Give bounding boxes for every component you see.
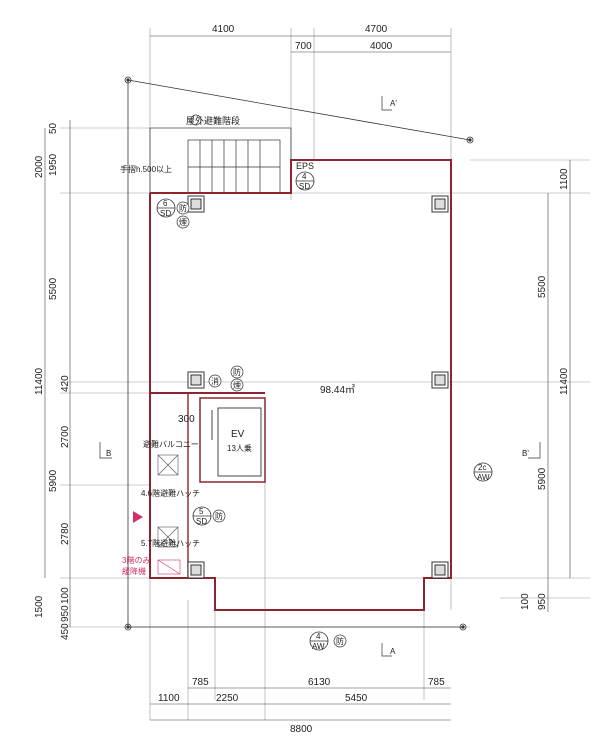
dim-bottom-6130: 6130 xyxy=(308,677,331,688)
dimension-lines xyxy=(44,35,571,721)
elevator xyxy=(199,397,266,483)
door-tag-4aw-type: AW xyxy=(312,642,325,651)
door-tag-5-type: SD xyxy=(196,517,207,526)
dim-bottom-5450: 5450 xyxy=(345,693,368,704)
dim-right-100: 100 xyxy=(520,593,531,610)
door-tag-6-type: SD xyxy=(160,209,171,218)
dim-left-5500: 5500 xyxy=(48,277,59,300)
dim-top-700: 700 xyxy=(295,41,312,52)
dim-top-4000: 4000 xyxy=(370,41,393,52)
section-b-prime: B' xyxy=(522,449,529,458)
label-dim-300: 300 xyxy=(178,414,195,425)
columns xyxy=(187,195,449,579)
label-balcony: 避難バルコニー xyxy=(143,439,199,449)
door-tag-4-num: 4 xyxy=(302,172,307,181)
dim-left-950: 950 xyxy=(60,605,71,622)
door-tag-2c-num: 2c xyxy=(478,463,486,472)
section-a-prime: A' xyxy=(390,99,397,108)
label-rail: 手摺h.500以上 xyxy=(120,164,172,174)
dim-bottom-2250: 2250 xyxy=(216,693,239,704)
symbol-smoke-2: 煙 xyxy=(233,381,241,390)
exterior-wall xyxy=(149,159,452,611)
dim-bottom-785a: 785 xyxy=(192,677,209,688)
fire-symbols xyxy=(176,114,347,648)
marker-triangle-icon xyxy=(133,511,143,523)
dim-left-2700: 2700 xyxy=(60,425,71,448)
dim-bottom-785b: 785 xyxy=(428,677,445,688)
dim-bottom-1100: 1100 xyxy=(158,693,180,704)
symbol-smoke-1: 煙 xyxy=(179,218,187,227)
door-tag-4-type: SD xyxy=(299,182,310,191)
dim-left-1500: 1500 xyxy=(34,595,45,618)
dim-left-420: 420 xyxy=(60,375,71,392)
balcony-wall xyxy=(150,392,189,578)
label-hatch-46: 4.6階避難ハッチ xyxy=(141,488,200,498)
label-ev-capacity: 13人乗 xyxy=(227,443,252,453)
dim-right-5500: 5500 xyxy=(537,275,548,298)
label-third-floor-only: 3階のみ xyxy=(122,555,150,565)
label-eps: EPS xyxy=(296,161,314,171)
dim-left-2000: 2000 xyxy=(34,155,45,178)
dim-left-100: 100 xyxy=(60,587,71,604)
external-stair xyxy=(149,127,292,194)
label-descender: 緩降機 xyxy=(122,566,146,576)
dim-left-2780: 2780 xyxy=(60,522,71,545)
dim-top-4700: 4700 xyxy=(365,24,388,35)
label-hatch-57: 5.7階避難ハッチ xyxy=(141,538,200,548)
symbol-fire-1: 防 xyxy=(179,203,187,213)
dim-right-11400: 11400 xyxy=(559,367,570,395)
dim-left-11400: 11400 xyxy=(34,367,45,395)
symbol-extinguisher: 消 xyxy=(211,376,219,386)
grid-lines xyxy=(60,28,590,720)
section-b: B xyxy=(106,449,111,458)
label-area: 98.44㎡ xyxy=(320,384,355,396)
dim-right-1100: 1100 xyxy=(559,168,570,190)
dim-left-1950: 1950 xyxy=(48,153,59,176)
symbol-fire-4: 防 xyxy=(336,636,344,646)
dim-left-450: 450 xyxy=(60,623,71,640)
label-ev: EV xyxy=(231,429,245,440)
section-a: A xyxy=(390,647,396,656)
symbol-fire-3: 防 xyxy=(215,511,223,521)
diagonal-boundary xyxy=(127,79,471,141)
dim-top-4100: 4100 xyxy=(212,24,235,35)
door-tags xyxy=(156,171,493,651)
door-tag-5-num: 5 xyxy=(199,507,204,516)
label-stair: 屋外避難階段 xyxy=(186,115,240,126)
symbol-fire-2: 防 xyxy=(233,367,241,377)
door-tag-6-num: 6 xyxy=(163,199,168,208)
section-markers xyxy=(99,96,541,657)
door-tag-2c-type: AW xyxy=(477,473,490,482)
dim-bottom-8800: 8800 xyxy=(290,724,313,735)
dim-left-5900: 5900 xyxy=(48,469,59,492)
hatches xyxy=(157,454,181,575)
door-tag-4aw-num: 4 xyxy=(316,632,321,641)
dim-right-5900: 5900 xyxy=(537,467,548,490)
dim-left-50: 50 xyxy=(48,122,59,134)
dim-right-950: 950 xyxy=(537,593,548,610)
